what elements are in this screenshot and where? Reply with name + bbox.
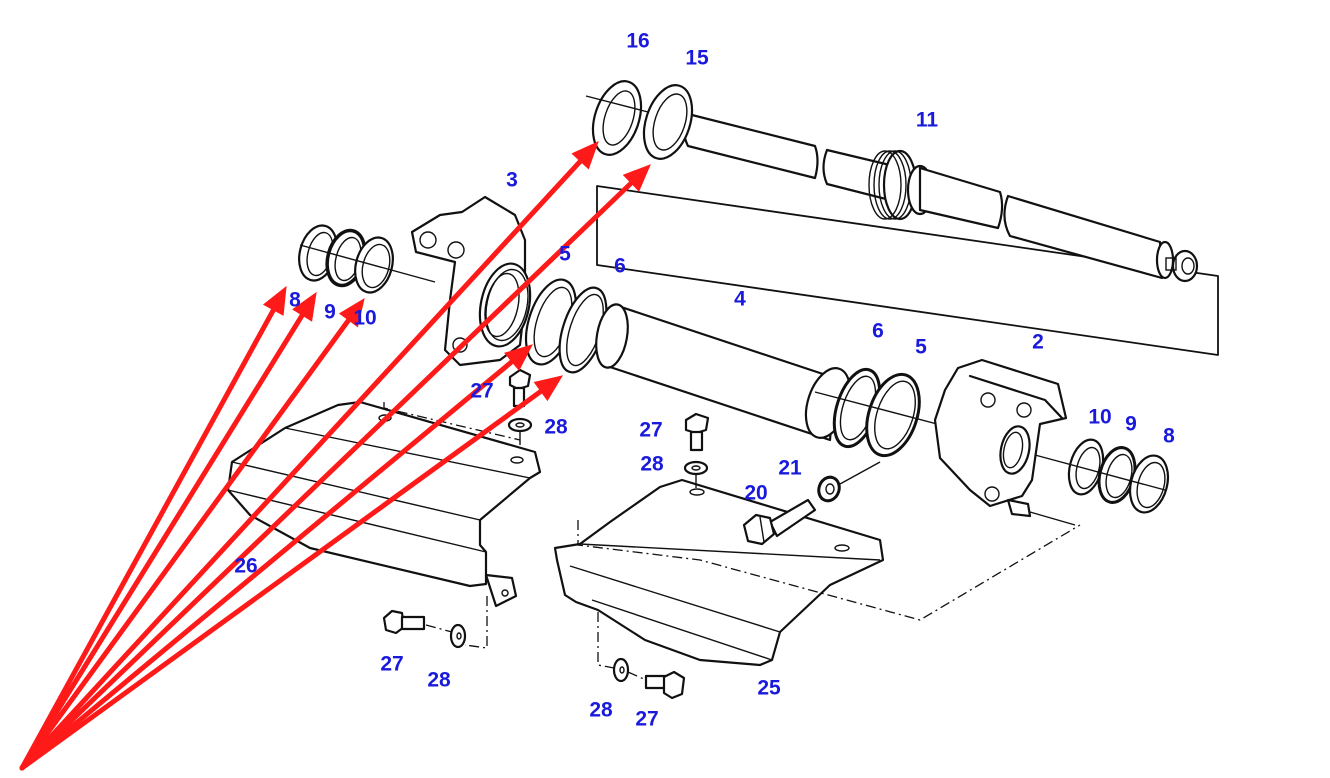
callout-28-lower-middle: 28: [589, 698, 613, 722]
callout-28-lower-left: 28: [427, 668, 451, 692]
arrowhead-5-left-: [504, 344, 533, 371]
seal-ring-part-16: [585, 80, 649, 156]
arrow-shaft-15: [19, 180, 634, 771]
callout-9-left: 9: [324, 300, 336, 324]
arrowhead-8-left-: [262, 285, 287, 316]
bolt-washer-set-lower-middle: [612, 657, 686, 700]
cylinder-tube-part-4: [595, 303, 837, 442]
callout-8-left: 8: [289, 288, 301, 312]
callout-10-right: 10: [1088, 405, 1112, 429]
bearing-housing-part-2: [933, 358, 1076, 526]
callout-5-left: 5: [559, 242, 571, 266]
arrow-shaft-5-left-: [19, 359, 515, 771]
callout-27-upper-left: 27: [470, 379, 494, 403]
callout-28-upper-middle: 28: [640, 452, 664, 476]
callout-27-upper-middle: 27: [639, 418, 663, 442]
seal-ring-part-15: [642, 84, 694, 160]
arrowhead-6-left-: [533, 375, 564, 402]
arrowhead-16: [571, 141, 599, 170]
callout-5-right: 5: [915, 335, 927, 359]
guard-plate-part-25: [553, 478, 1081, 669]
bolt-washer-set-lower-left: [382, 609, 467, 649]
callout-25: 25: [757, 676, 781, 700]
bolt-washer-set-upper-middle: [683, 412, 710, 488]
shaft-part-11: [682, 112, 1199, 283]
bolt-washer-set-upper-left: [507, 368, 533, 445]
callout-6-left: 6: [614, 254, 626, 278]
assembly-outline: [596, 185, 1219, 356]
callout-11: 11: [915, 108, 939, 132]
callout-10-left: 10: [353, 306, 377, 330]
arrowhead-15: [622, 164, 651, 192]
callout-27-lower-left: 27: [380, 652, 404, 676]
arrowhead-9-left-: [292, 291, 317, 322]
arrow-shaft-8-left-: [19, 307, 276, 771]
ring-set-right-10-9-8: [1034, 438, 1170, 514]
arrow-shaft-9-left-: [19, 312, 305, 771]
callout-2: 2: [1032, 330, 1044, 354]
highlight-arrows: [19, 141, 651, 771]
callout-4: 4: [734, 287, 746, 311]
ring-set-left-5-6: [524, 278, 608, 374]
washer-part-21: [817, 461, 881, 503]
callout-8-right: 8: [1163, 424, 1175, 448]
ring-set-left-8-9-10: [298, 224, 436, 294]
callout-28-upper-left: 28: [544, 415, 568, 439]
callout-26: 26: [234, 554, 258, 578]
callout-15: 15: [685, 46, 709, 70]
arrowhead-10-left-: [338, 297, 365, 328]
callout-9-right: 9: [1125, 412, 1137, 436]
arrow-shaft-6-left-: [19, 388, 544, 771]
ring-set-right-6-5: [804, 367, 961, 458]
callout-20: 20: [744, 481, 768, 505]
callout-21: 21: [778, 456, 802, 480]
arrow-shaft-10-left-: [19, 317, 352, 771]
callout-6-right: 6: [872, 319, 884, 343]
callout-27-lower-middle: 27: [635, 707, 659, 731]
hex-bolt-part-20: [742, 498, 817, 546]
callout-16: 16: [626, 29, 650, 53]
arrow-shaft-16: [19, 158, 583, 771]
callout-3: 3: [506, 168, 518, 192]
